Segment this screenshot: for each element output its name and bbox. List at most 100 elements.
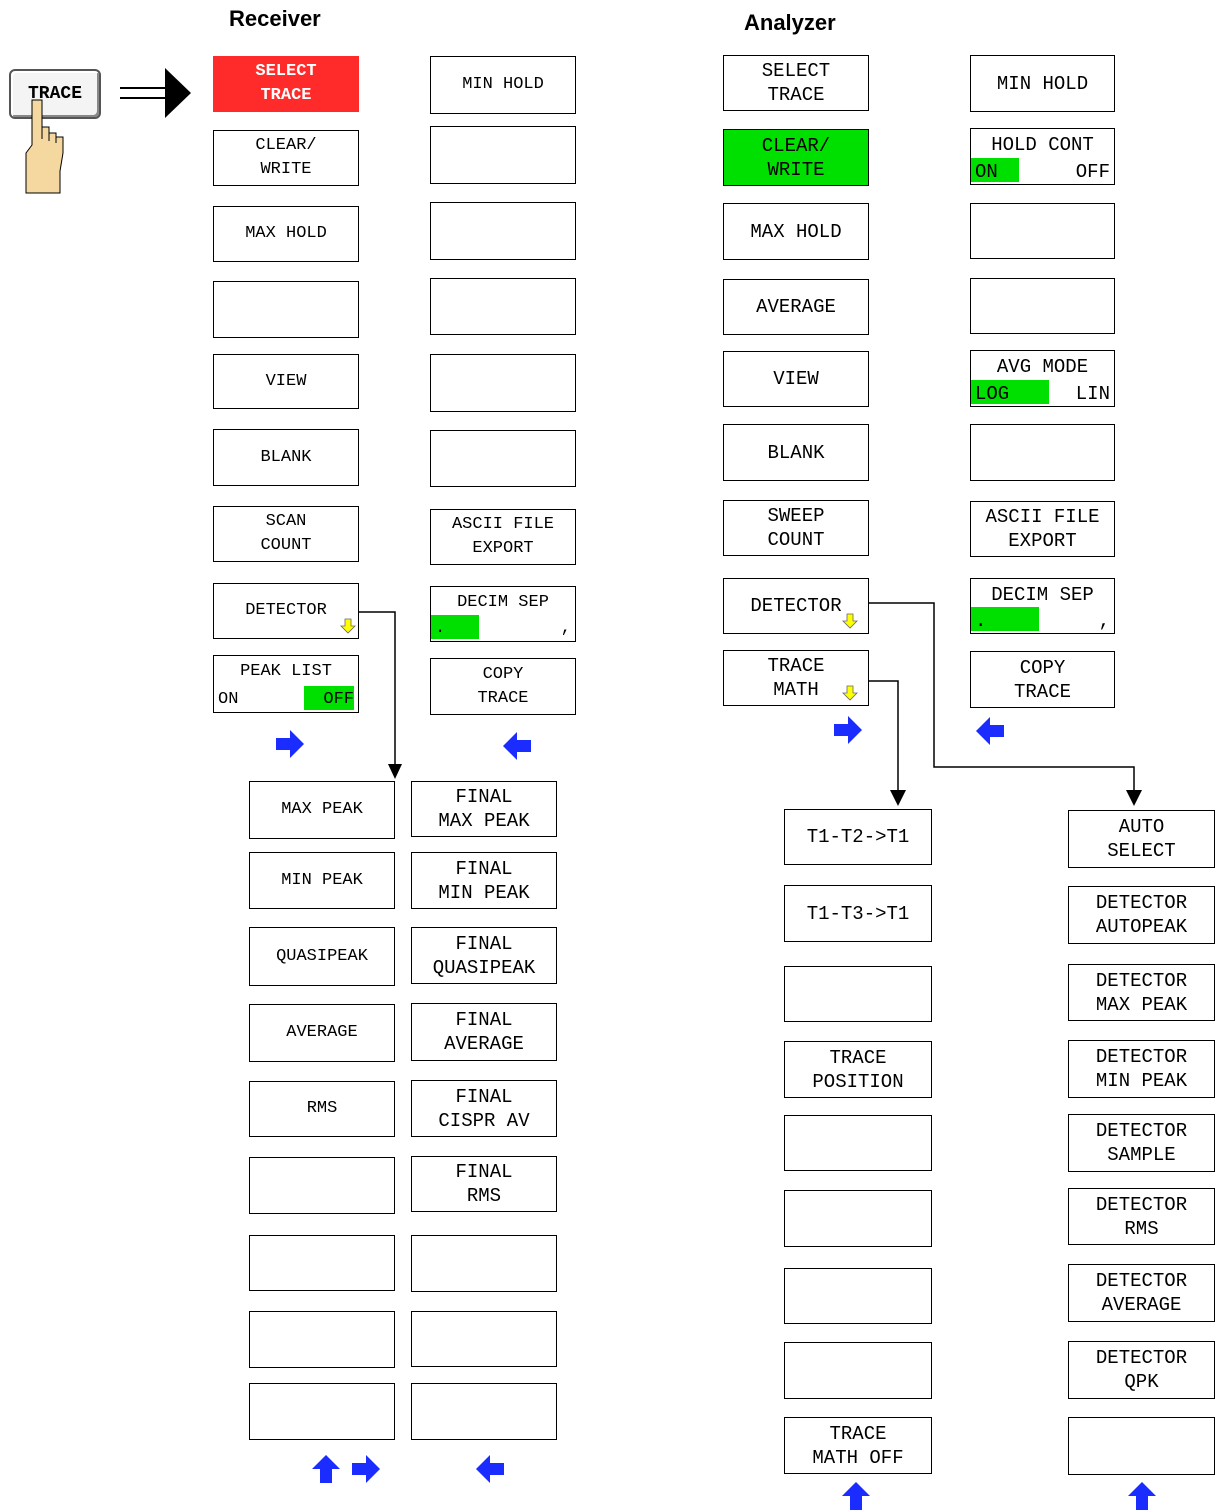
- softkey[interactable]: [970, 278, 1115, 334]
- softkey-label-line2: CISPR AV: [438, 1109, 530, 1132]
- softkey[interactable]: [970, 424, 1115, 481]
- softkey[interactable]: MAX HOLD: [723, 203, 869, 260]
- softkey-text: BLANK: [767, 441, 824, 465]
- softkey[interactable]: [411, 1311, 557, 1367]
- softkey[interactable]: [784, 966, 932, 1022]
- softkey-label-line2: WRITE: [260, 160, 312, 179]
- softkey[interactable]: MAX HOLD: [213, 206, 359, 262]
- arrow-up-icon[interactable]: [310, 1453, 342, 1485]
- softkey[interactable]: QUASIPEAK: [249, 927, 395, 986]
- softkey[interactable]: MIN HOLD: [970, 55, 1115, 112]
- softkey-label-line1: TRACE: [767, 655, 825, 677]
- softkey[interactable]: [430, 202, 576, 260]
- softkey[interactable]: [970, 203, 1115, 259]
- trace-hardkey[interactable]: TRACE: [9, 69, 101, 119]
- softkey-text: MIN HOLD: [462, 73, 544, 97]
- softkey[interactable]: CLEAR/WRITE: [213, 130, 359, 186]
- softkey[interactable]: [784, 1268, 932, 1324]
- softkey-label-line1: MIN HOLD: [462, 75, 544, 94]
- softkey[interactable]: [249, 1311, 395, 1368]
- softkey[interactable]: [411, 1235, 557, 1292]
- softkey-label-line1: VIEW: [773, 368, 819, 390]
- softkey[interactable]: [1068, 1417, 1215, 1475]
- softkey[interactable]: [430, 278, 576, 335]
- softkey[interactable]: RMS: [249, 1081, 395, 1137]
- toggle-softkey[interactable]: DECIM SEP.,: [430, 586, 576, 642]
- softkey[interactable]: [249, 1235, 395, 1291]
- toggle-softkey[interactable]: DECIM SEP.,: [970, 578, 1115, 634]
- softkey[interactable]: AVERAGE: [723, 279, 869, 335]
- softkey[interactable]: [249, 1157, 395, 1214]
- softkey[interactable]: [213, 281, 359, 338]
- arrow-up-icon[interactable]: [840, 1480, 872, 1512]
- softkey-label-line1: DETECTOR: [1095, 969, 1188, 992]
- softkey[interactable]: DETECTOR: [723, 578, 869, 634]
- softkey[interactable]: MAX PEAK: [249, 781, 395, 839]
- softkey[interactable]: VIEW: [723, 351, 869, 407]
- arrow-right-icon[interactable]: [274, 728, 306, 760]
- arrow-left-icon[interactable]: [474, 1453, 506, 1485]
- softkey[interactable]: [430, 354, 576, 412]
- softkey[interactable]: [784, 1115, 932, 1171]
- softkey[interactable]: MIN HOLD: [430, 56, 576, 114]
- softkey[interactable]: CLEAR/WRITE: [723, 129, 869, 186]
- softkey[interactable]: [430, 430, 576, 487]
- softkey-label-line1: AVERAGE: [756, 296, 836, 318]
- softkey-text: VIEW: [773, 367, 819, 391]
- arrow-up-icon[interactable]: [1126, 1480, 1158, 1512]
- arrow-right-icon[interactable]: [350, 1453, 382, 1485]
- softkey[interactable]: [249, 1383, 395, 1440]
- arrow-left-icon[interactable]: [501, 730, 533, 762]
- arrow-right-icon[interactable]: [832, 714, 864, 746]
- softkey[interactable]: BLANK: [213, 429, 359, 486]
- softkey-label-line1: FINAL: [455, 1085, 513, 1108]
- softkey[interactable]: MIN PEAK: [249, 852, 395, 909]
- softkey[interactable]: [784, 1190, 932, 1247]
- softkey[interactable]: T1-T3->T1: [784, 885, 932, 942]
- softkey-text: MIN PEAK: [281, 869, 363, 893]
- softkey[interactable]: [430, 126, 576, 184]
- softkey[interactable]: [784, 1342, 932, 1399]
- arrow-left-icon[interactable]: [974, 715, 1006, 747]
- softkey[interactable]: T1-T2->T1: [784, 809, 932, 865]
- softkey[interactable]: [411, 1383, 557, 1440]
- softkey[interactable]: BLANK: [723, 424, 869, 481]
- softkey[interactable]: AVERAGE: [249, 1004, 395, 1062]
- softkey[interactable]: VIEW: [213, 354, 359, 409]
- softkey[interactable]: DETECTOR: [213, 583, 359, 639]
